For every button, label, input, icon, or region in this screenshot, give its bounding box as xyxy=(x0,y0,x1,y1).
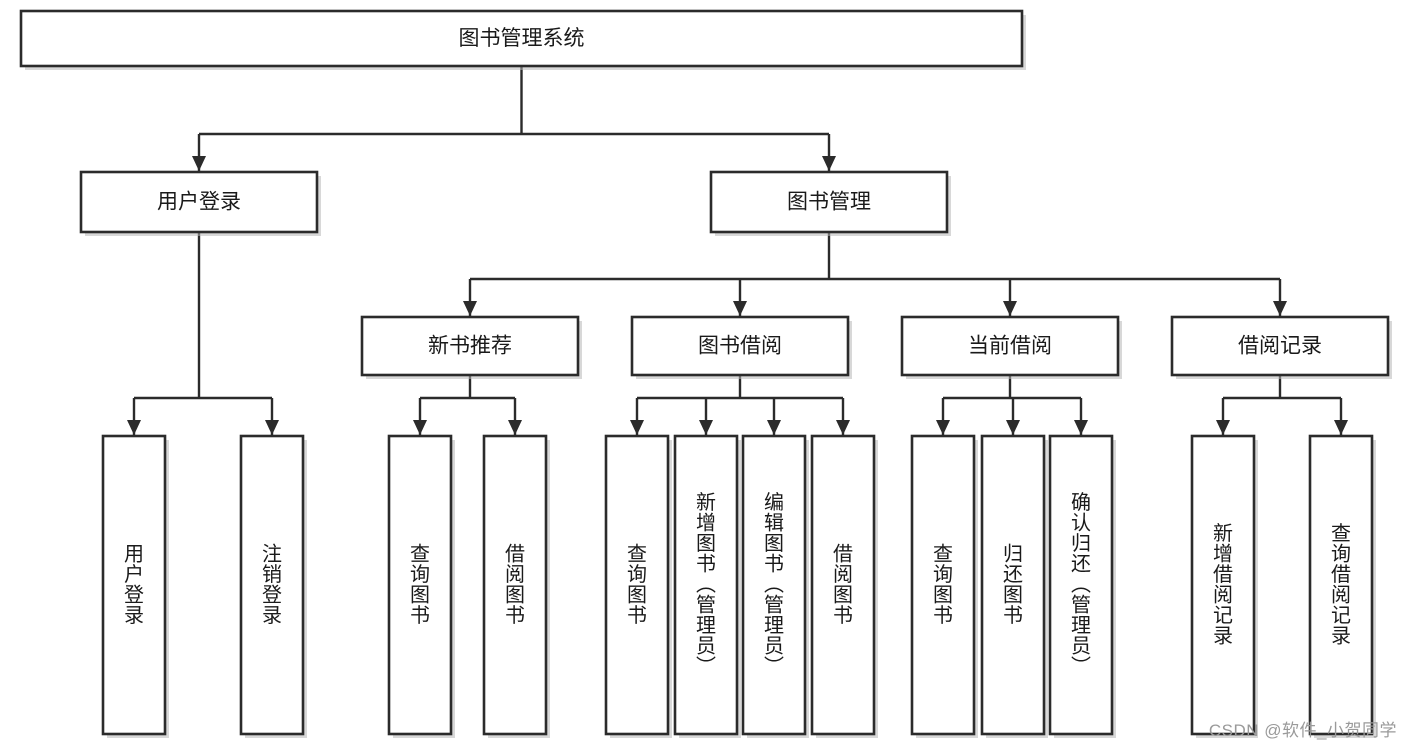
node-new-book-recommend[interactable]: 新书推荐 xyxy=(360,315,582,379)
arrow-head-icon xyxy=(1216,420,1230,435)
arrow-head-icon xyxy=(1003,301,1017,316)
arrow-head-icon xyxy=(1334,420,1348,435)
arrow-head-icon xyxy=(265,420,279,435)
node-label: 编辑图书︵管理员︶ xyxy=(764,491,784,678)
node-leaf-borrow-book-2[interactable]: 借阅图书 xyxy=(810,434,878,738)
connector-group-root xyxy=(192,66,836,171)
node-leaf-query-book-1[interactable]: 查询图书 xyxy=(387,434,455,738)
node-leaf-user-login[interactable]: 用户登录 xyxy=(101,434,169,738)
node-label: 用户登录 xyxy=(124,543,144,627)
arrow-head-icon xyxy=(508,420,522,435)
node-label: 借阅记录 xyxy=(1238,335,1322,358)
node-layer: 图书管理系统用户登录图书管理新书推荐图书借阅当前借阅借阅记录用户登录注销登录查询… xyxy=(19,9,1392,738)
node-label: 注销登录 xyxy=(262,542,282,627)
node-leaf-add-record[interactable]: 新增借阅记录 xyxy=(1190,434,1258,738)
node-label: 借阅图书 xyxy=(505,542,525,627)
arrow-head-icon xyxy=(836,420,850,435)
node-current-borrow[interactable]: 当前借阅 xyxy=(900,315,1122,379)
arrow-head-icon xyxy=(936,420,950,435)
node-root[interactable]: 图书管理系统 xyxy=(19,9,1026,70)
node-leaf-edit-book[interactable]: 编辑图书︵管理员︶ xyxy=(741,434,809,738)
node-leaf-return-book[interactable]: 归还图书 xyxy=(980,434,1048,738)
node-label: 图书管理 xyxy=(787,191,871,214)
node-user-login[interactable]: 用户登录 xyxy=(79,170,321,236)
node-book-manage[interactable]: 图书管理 xyxy=(709,170,951,236)
arrow-head-icon xyxy=(699,420,713,435)
node-label: 新书推荐 xyxy=(428,335,512,358)
node-borrow-record[interactable]: 借阅记录 xyxy=(1170,315,1392,379)
arrow-head-icon xyxy=(1006,420,1020,435)
node-leaf-add-book[interactable]: 新增图书︵管理员︶ xyxy=(673,434,741,738)
node-leaf-query-record[interactable]: 查询借阅记录 xyxy=(1308,434,1376,738)
connector-group-new-book-recommend xyxy=(413,375,522,435)
arrow-head-icon xyxy=(413,420,427,435)
node-leaf-confirm-return[interactable]: 确认归还︵管理员︶ xyxy=(1048,434,1116,738)
arrow-head-icon xyxy=(630,420,644,435)
node-label: 当前借阅 xyxy=(968,335,1052,358)
node-label: 用户登录 xyxy=(157,191,241,214)
node-leaf-logout[interactable]: 注销登录 xyxy=(239,434,307,738)
node-label: 借阅图书 xyxy=(833,542,853,627)
arrow-head-icon xyxy=(767,420,781,435)
arrow-head-icon xyxy=(1074,420,1088,435)
connector-group-current-borrow xyxy=(936,375,1088,435)
node-label: 确认归还︵管理员︶ xyxy=(1071,491,1091,678)
node-leaf-query-book-3[interactable]: 查询图书 xyxy=(910,434,978,738)
node-leaf-query-book-2[interactable]: 查询图书 xyxy=(604,434,672,738)
node-label: 查询借阅记录 xyxy=(1331,522,1351,648)
node-label: 归还图书 xyxy=(1003,542,1023,627)
node-label: 查询图书 xyxy=(933,542,953,627)
watermark-text: CSDN @软件_小贺同学 xyxy=(1208,721,1397,740)
arrow-head-icon xyxy=(822,156,836,171)
connector-group-book-borrow xyxy=(630,375,850,435)
node-book-borrow[interactable]: 图书借阅 xyxy=(630,315,852,379)
node-leaf-borrow-book-1[interactable]: 借阅图书 xyxy=(482,434,550,738)
arrow-head-icon xyxy=(733,301,747,316)
arrow-head-icon xyxy=(1273,301,1287,316)
connector-group-user-login xyxy=(127,232,279,435)
connector-layer xyxy=(127,66,1348,435)
node-label: 新增借阅记录 xyxy=(1213,522,1233,648)
connector-group-borrow-record xyxy=(1216,375,1348,435)
arrow-head-icon xyxy=(192,156,206,171)
node-label: 图书借阅 xyxy=(698,335,782,358)
node-label: 查询图书 xyxy=(627,542,647,627)
connector-group-book-manage xyxy=(463,232,1287,316)
node-label: 查询图书 xyxy=(410,542,430,627)
node-label: 新增图书︵管理员︶ xyxy=(696,491,716,678)
arrow-head-icon xyxy=(463,301,477,316)
node-label: 图书管理系统 xyxy=(459,27,585,50)
arrow-head-icon xyxy=(127,420,141,435)
